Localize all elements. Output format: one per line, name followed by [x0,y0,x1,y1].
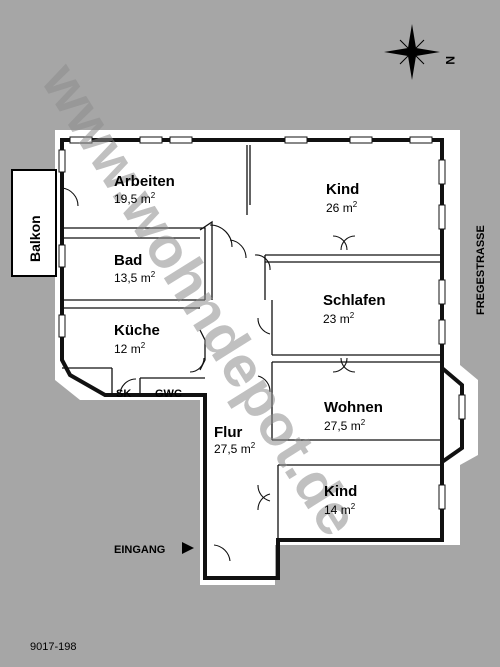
floor-area [55,130,478,585]
room-area-flur: 27,5 m2 [214,441,256,456]
entrance-label: EINGANG [114,544,165,556]
plan-code: 9017-198 [30,641,77,653]
interior-walls [62,145,442,540]
room-area-schlafen: 23 m2 [323,311,355,326]
room-label-wohnen: Wohnen [324,399,383,416]
windows [58,136,466,510]
room-label-schlafen: Schlafen [323,292,386,309]
outer-wall [60,138,444,580]
small-room-gwc: GWC [155,388,182,400]
room-area-bad: 13,5 m2 [114,270,156,285]
room-area-kueche: 12 m2 [114,341,146,356]
room-label-kind-2: Kind [324,483,357,500]
compass-rose-icon [384,24,440,80]
street-label: FREGESTRASSE [475,225,487,315]
balcony [11,169,57,277]
room-label-arbeiten: Arbeiten [114,173,175,190]
room-label-bad: Bad [114,252,142,269]
room-area-wohnen: 27,5 m2 [324,418,366,433]
doors [61,187,356,562]
room-label-flur: Flur [214,424,242,441]
room-area-kind-1: 26 m2 [326,200,358,215]
room-label-kind-1: Kind [326,181,359,198]
small-room-sk: SK [116,388,131,400]
room-area-kind-2: 14 m2 [324,502,356,517]
balcony-label: Balkon [27,215,43,262]
compass-letter: N [443,56,457,65]
room-area-arbeiten: 19,5 m2 [114,191,156,206]
room-label-kueche: Küche [114,322,160,339]
entrance-arrow-icon [182,542,194,554]
